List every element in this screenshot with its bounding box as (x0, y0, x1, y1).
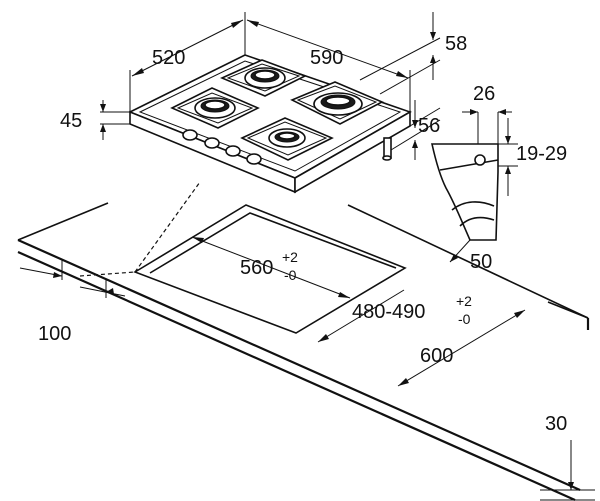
worktop-back-right-edge (347, 204, 589, 319)
knob-2 (204, 137, 220, 149)
label-bracket-offset: 50 (470, 251, 492, 273)
knob-1 (182, 129, 198, 141)
bracket-screw (474, 154, 486, 166)
label-cutout-width-tol-lower: -0 (284, 267, 297, 283)
worktop (17, 181, 590, 501)
burner-rear-left (219, 59, 308, 97)
label-worktop-min-thickness: 30 (545, 413, 567, 435)
dim-100 (19, 260, 126, 298)
mounting-bracket (431, 112, 499, 241)
dim-50 (449, 239, 471, 263)
gas-pipe (383, 137, 392, 159)
label-worktop-depth: 600 (420, 345, 453, 367)
cutout-inner-lip (149, 212, 397, 274)
label-front-clearance: 100 (38, 323, 71, 345)
gas-connector (382, 137, 392, 161)
dim-30 (540, 440, 595, 501)
worktop-right-top (547, 301, 589, 319)
label-side-gap: 56 (418, 115, 440, 137)
label-cutout-depth-tol-upper: +2 (456, 293, 472, 309)
dim-480-490 (317, 289, 405, 343)
knob-3 (225, 145, 241, 157)
cutout-outer (133, 204, 407, 334)
label-cutout-depth-tol-lower: -0 (458, 311, 471, 327)
label-hob-height-front: 45 (60, 110, 82, 132)
label-hob-width: 590 (310, 47, 343, 69)
bracket-edge (439, 159, 499, 171)
label-hob-rear-height: 58 (445, 33, 467, 55)
label-cutout-width-tol-upper: +2 (282, 249, 298, 265)
worktop-back-left-edge (17, 202, 109, 241)
control-knobs (182, 129, 262, 165)
dim-58 (359, 12, 441, 95)
bracket-curve (451, 201, 495, 211)
knob-4 (246, 153, 262, 165)
burner-front-left (170, 87, 260, 129)
label-worktop-thickness-range: 19-29 (516, 143, 567, 165)
bracket-curve-2 (459, 216, 495, 227)
dim-45 (100, 100, 130, 140)
dim-56 (390, 100, 441, 160)
dim-600 (397, 309, 526, 387)
label-cutout-width: 560 (240, 257, 273, 279)
hob (128, 54, 412, 194)
projection-line-left (134, 181, 201, 273)
dim-560 (191, 236, 351, 299)
burner-front-right (240, 117, 334, 161)
projection-line-front (79, 271, 136, 277)
dim-19-29 (498, 118, 518, 196)
bracket-body (431, 143, 499, 241)
label-bracket-width: 26 (473, 83, 495, 105)
hob-inner-rim (138, 60, 402, 172)
burner-rear-right (290, 81, 384, 125)
dim-520 (129, 12, 246, 112)
label-cutout-depth: 480-490 (352, 301, 425, 323)
label-hob-depth: 520 (152, 47, 185, 69)
worktop-front-edge-top (17, 238, 581, 492)
dim-26 (462, 109, 512, 115)
